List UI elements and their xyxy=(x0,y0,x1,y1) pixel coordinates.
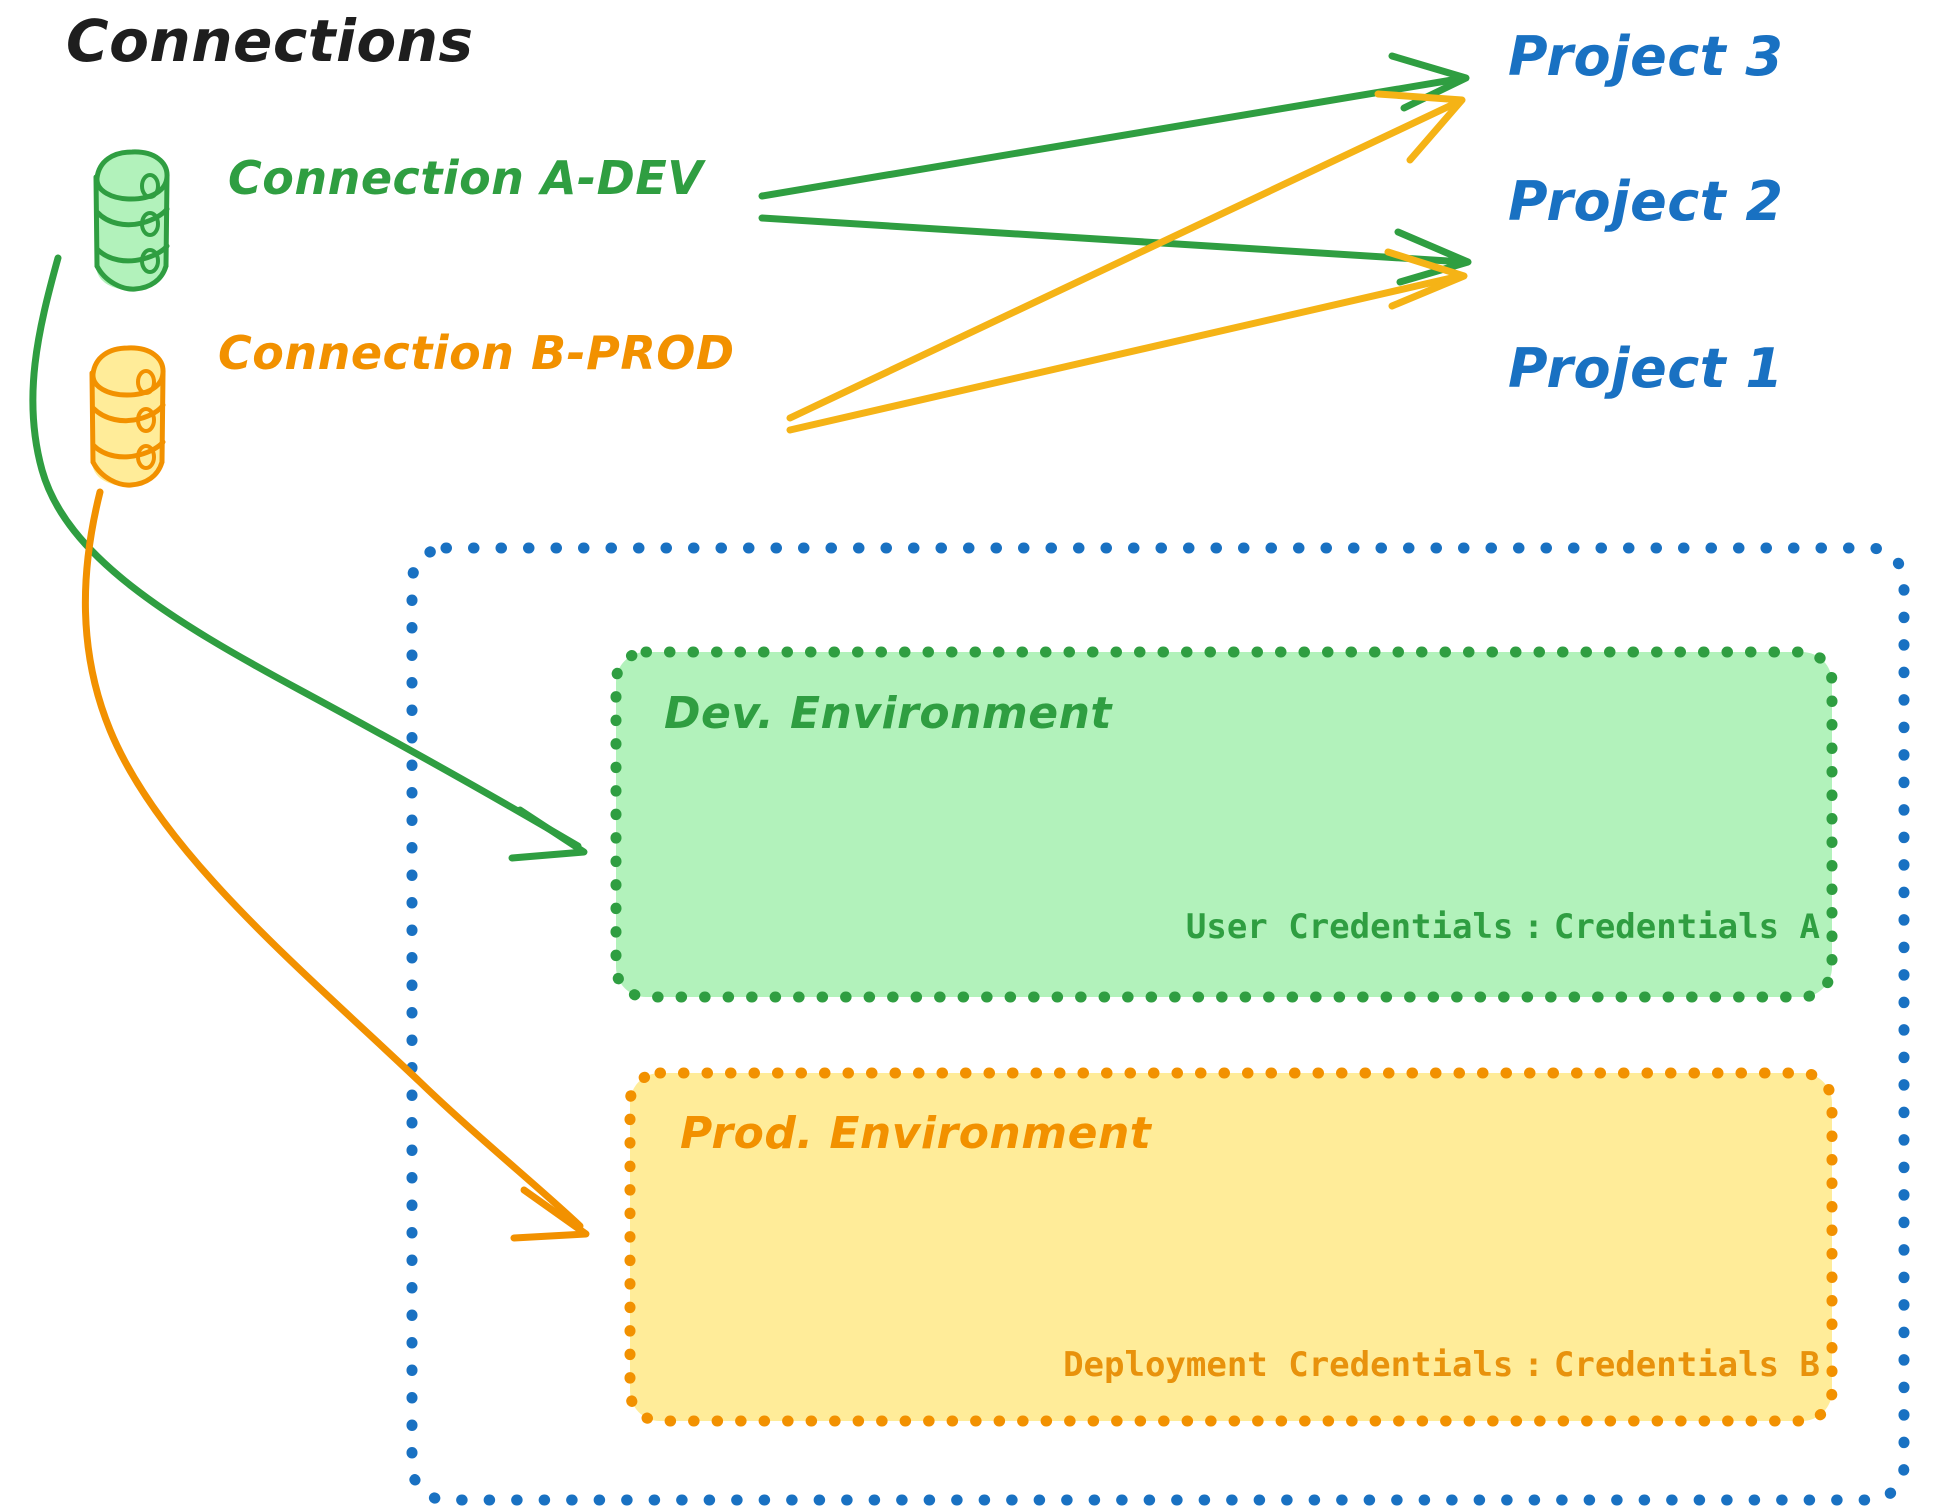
page-title: Connections xyxy=(66,7,474,75)
connection-b-prod-label[interactable]: Connection B-PROD xyxy=(218,326,735,380)
dev-credential-key: User Credentials xyxy=(1185,907,1514,947)
prod-credential-value: Credentials B xyxy=(1553,1345,1820,1385)
prod-credential-key: Deployment Credentials xyxy=(1063,1345,1514,1385)
database-cylinder-icon-green xyxy=(93,149,170,292)
dev-credential-separator: : xyxy=(1523,907,1544,947)
prod-environment-title: Prod. Environment xyxy=(680,1108,1152,1159)
connection-a-dev-label[interactable]: Connection A-DEV xyxy=(228,151,704,205)
dev-environment-title: Dev. Environment xyxy=(664,688,1112,739)
arrow-conn-a-to-project-2 xyxy=(758,214,1472,286)
project-1-label[interactable]: Project 1 xyxy=(1508,337,1784,400)
arrow-conn-b-to-project-3 xyxy=(786,90,1466,422)
arrow-conn-b-to-project-2 xyxy=(786,248,1468,434)
arrow-conn-a-to-dev-environment xyxy=(29,254,588,862)
prod-environment-box xyxy=(624,1067,1838,1427)
dev-environment-box xyxy=(610,646,1838,1003)
dev-environment-credentials: User Credentials : Credentials A xyxy=(640,910,1820,944)
project-3-label[interactable]: Project 3 xyxy=(1508,25,1784,88)
prod-credential-separator: : xyxy=(1523,1345,1544,1385)
arrow-conn-a-to-project-3 xyxy=(758,52,1470,200)
arrow-conn-b-to-prod-environment xyxy=(81,488,590,1242)
dev-credential-value: Credentials A xyxy=(1553,907,1820,947)
project-2-label[interactable]: Project 2 xyxy=(1508,170,1784,233)
database-cylinder-icon-orange xyxy=(89,345,166,488)
prod-environment-credentials: Deployment Credentials : Credentials B xyxy=(640,1348,1820,1382)
project-1-container-border xyxy=(406,542,1910,1506)
